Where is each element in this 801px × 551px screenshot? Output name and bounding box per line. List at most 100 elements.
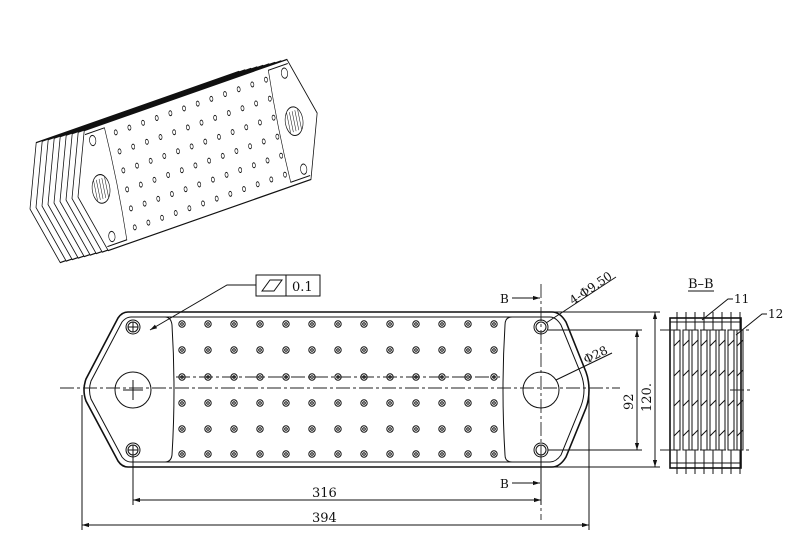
iso-dimple [172, 129, 177, 136]
dimple [308, 346, 316, 354]
section-plate [700, 329, 708, 451]
dimple [308, 425, 316, 433]
iso-dimple [234, 148, 239, 155]
iso-dimple [267, 95, 272, 102]
iso-dimple [173, 210, 178, 216]
dimple [386, 346, 394, 354]
dimple [256, 346, 264, 354]
dim-316: 316 [312, 486, 337, 501]
iso-dimple [283, 171, 287, 178]
dimple [256, 399, 264, 407]
dimple [308, 320, 316, 328]
iso-dimple [160, 214, 164, 221]
iso-dimple [154, 115, 159, 121]
dimple [178, 320, 186, 328]
iso-dimple [248, 143, 252, 150]
iso-dimple [117, 148, 122, 155]
dimple [204, 450, 212, 458]
dimple [178, 450, 186, 458]
iso-dimple [199, 119, 204, 126]
dimple [282, 320, 290, 328]
iso-dimple [240, 105, 245, 112]
dimple [204, 425, 212, 433]
iso-dimple [242, 186, 246, 193]
iso-dimple [187, 205, 192, 212]
port-hole-callout: Φ28 [581, 343, 610, 367]
dimple [438, 425, 446, 433]
dimple [412, 320, 420, 328]
iso-dimple [230, 129, 235, 136]
iso-dimple [152, 176, 157, 183]
dimple [360, 425, 368, 433]
dimple [230, 425, 238, 433]
iso-dimple [214, 195, 219, 202]
dimple [412, 346, 420, 354]
section-body [669, 317, 742, 469]
iso-dimple [264, 76, 268, 83]
iso-dimple [146, 219, 151, 226]
iso-dimple [166, 172, 170, 178]
dim-92: 92 [622, 393, 637, 410]
section-plate [709, 329, 717, 451]
iso-mount-hole [300, 163, 308, 175]
dimple [204, 346, 212, 354]
dimple [230, 346, 238, 354]
iso-dimple [254, 100, 258, 107]
iso-dimple [244, 124, 249, 131]
dimple [464, 320, 472, 328]
iso-dimple [158, 134, 163, 140]
dimple [256, 425, 264, 433]
iso-dimple [258, 119, 262, 126]
front-view: 0.1 316 394 92 120. 4-Φ9.50 Φ28 B B [60, 269, 660, 530]
dimple [490, 399, 498, 407]
plate-outline [83, 311, 590, 468]
iso-mount-hole [280, 67, 289, 79]
iso-dimple [132, 224, 137, 231]
dimple [438, 320, 446, 328]
dimple [204, 320, 212, 328]
dimple [256, 450, 264, 458]
flatness-tolerance-frame: 0.1 [149, 274, 321, 331]
iso-dimple [138, 181, 143, 188]
callout-11: 11 [734, 292, 749, 306]
callout-12: 12 [768, 307, 783, 321]
iso-dimple [145, 138, 149, 145]
dimple [230, 399, 238, 407]
port-hole-right [522, 371, 560, 409]
dim-120: 120. [640, 383, 655, 412]
dimple [386, 399, 394, 407]
front-plate [77, 58, 318, 252]
tolerance-value: 0.1 [292, 280, 313, 295]
dimple [282, 450, 290, 458]
dimple [360, 320, 368, 328]
section-mark-top: B [500, 292, 509, 306]
iso-dimple [131, 143, 136, 150]
dimple [386, 320, 394, 328]
right-end-cap [502, 316, 550, 463]
dimple [464, 450, 472, 458]
section-view-b-b: B–B 11 12 [660, 277, 783, 474]
iso-dimple [182, 105, 186, 112]
dimple [178, 399, 186, 407]
dimple [490, 320, 498, 328]
iso-dimple [265, 157, 270, 164]
iso-dimple [185, 124, 190, 131]
iso-dimple [224, 171, 229, 178]
iso-dimple [238, 167, 243, 174]
dimple [334, 320, 342, 328]
dimple [360, 346, 368, 354]
dimple [282, 373, 290, 381]
dimple [178, 425, 186, 433]
dimple [334, 346, 342, 354]
dimple [490, 346, 498, 354]
dimple [282, 346, 290, 354]
iso-dimple [195, 100, 200, 107]
iso-dimple [255, 181, 260, 188]
iso-dimple [269, 176, 274, 183]
section-plate [673, 329, 681, 451]
iso-dimple [226, 110, 231, 117]
dimple [438, 450, 446, 458]
iso-dimple [127, 124, 132, 131]
plate-inner-outline [89, 316, 585, 463]
